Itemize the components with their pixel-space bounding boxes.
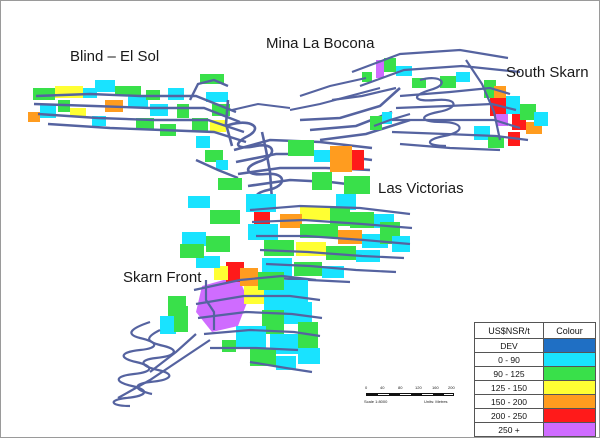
connecting-drifts: [231, 77, 381, 111]
label-blind-el-sol: Blind – El Sol: [70, 48, 160, 65]
legend-range-label: 125 - 150: [474, 380, 544, 395]
scale-tick-label: 40: [380, 385, 385, 390]
scale-tick-label: 200: [448, 385, 455, 390]
legend-range-label: 90 - 125: [474, 366, 544, 381]
scale-tick-label: 0: [365, 385, 368, 390]
skarn-front-stopes: [160, 244, 320, 370]
legend-header-row: US$NSR/t Colour: [474, 322, 596, 339]
label-mina-la-bocona: Mina La Bocona: [266, 35, 375, 52]
las-victorias-development: [249, 204, 413, 284]
blind-el-sol-development: [33, 78, 247, 180]
legend-range-label: 250 +: [474, 422, 544, 437]
legend-row: 150 - 200: [474, 394, 596, 409]
legend-row: 125 - 150: [474, 380, 596, 395]
legend-range-label: 200 - 250: [474, 408, 544, 423]
legend-row: 90 - 125: [474, 366, 596, 381]
legend-colour-swatch: [543, 380, 596, 395]
legend-colour-swatch: [543, 352, 596, 367]
legend-row: 200 - 250: [474, 408, 596, 423]
legend-header-value: US$NSR/t: [474, 322, 544, 339]
legend-header-colour: Colour: [543, 322, 596, 339]
legend-range-label: 150 - 200: [474, 394, 544, 409]
south-skarn-development: [331, 48, 529, 152]
skarn-front-development: [112, 274, 323, 408]
scale-bar: 0 40 80 120 160 200 Scale 1:8000 Units: …: [362, 385, 462, 427]
label-south-skarn: South Skarn: [506, 64, 589, 81]
legend-colour-swatch: [543, 394, 596, 409]
legend-colour-swatch: [543, 408, 596, 423]
scale-units-text: Units: Metres: [424, 399, 448, 404]
south-skarn-stopes: [362, 58, 548, 148]
legend-range-label: 0 - 90: [474, 352, 544, 367]
legend-colour-swatch: [543, 338, 596, 353]
scale-tick-label: 80: [398, 385, 403, 390]
legend-row: 0 - 90: [474, 352, 596, 367]
scale-bar-graphic: [366, 393, 454, 396]
blind-el-sol-stopes: [28, 74, 230, 170]
label-skarn-front: Skarn Front: [123, 269, 202, 286]
legend-row: DEV: [474, 338, 596, 353]
central-stopes: [182, 140, 370, 252]
scale-ratio-text: Scale 1:8000: [364, 399, 388, 404]
legend-colour-swatch: [543, 366, 596, 381]
legend-colour-swatch: [543, 422, 596, 437]
label-las-victorias: Las Victorias: [378, 180, 464, 197]
scale-tick-label: 160: [432, 385, 439, 390]
legend-range-label: DEV: [474, 338, 544, 353]
scale-tick-label: 120: [415, 385, 422, 390]
legend-row: 250 +: [474, 422, 596, 437]
